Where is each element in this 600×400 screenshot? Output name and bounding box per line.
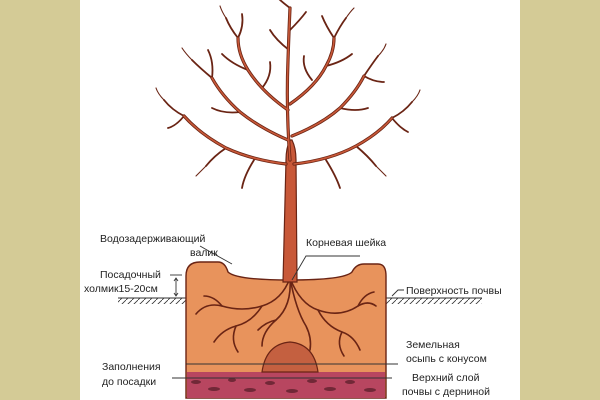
label-fill-line1: Заполнения bbox=[102, 361, 161, 373]
label-water-ridge-line2: валик bbox=[190, 247, 218, 259]
label-topsoil-line1: Верхний слой bbox=[412, 372, 480, 384]
label-planting-mound-line1: Посадочный bbox=[100, 269, 161, 281]
label-planting-mound-line2: холмик15-20см bbox=[84, 283, 158, 295]
topsoil-texture bbox=[191, 378, 376, 393]
label-root-collar: Корневая шейка bbox=[306, 237, 386, 249]
label-earth-cone-line1: Земельная bbox=[406, 339, 460, 351]
label-soil-surface: Поверхность почвы bbox=[406, 285, 502, 297]
tree-trunk bbox=[282, 139, 298, 283]
topsoil-layer bbox=[187, 372, 385, 398]
label-earth-cone-line2: осыпь с конусом bbox=[406, 353, 487, 365]
label-water-ridge-line1: Водозадерживающий bbox=[100, 233, 205, 245]
tree-crown-fill bbox=[183, 7, 393, 165]
label-fill-line2: до посадки bbox=[102, 376, 156, 388]
leader-lines bbox=[170, 245, 404, 379]
earth-cone bbox=[261, 341, 319, 373]
label-topsoil-line2: почвы с дерниной bbox=[402, 386, 490, 398]
roots bbox=[195, 277, 377, 357]
